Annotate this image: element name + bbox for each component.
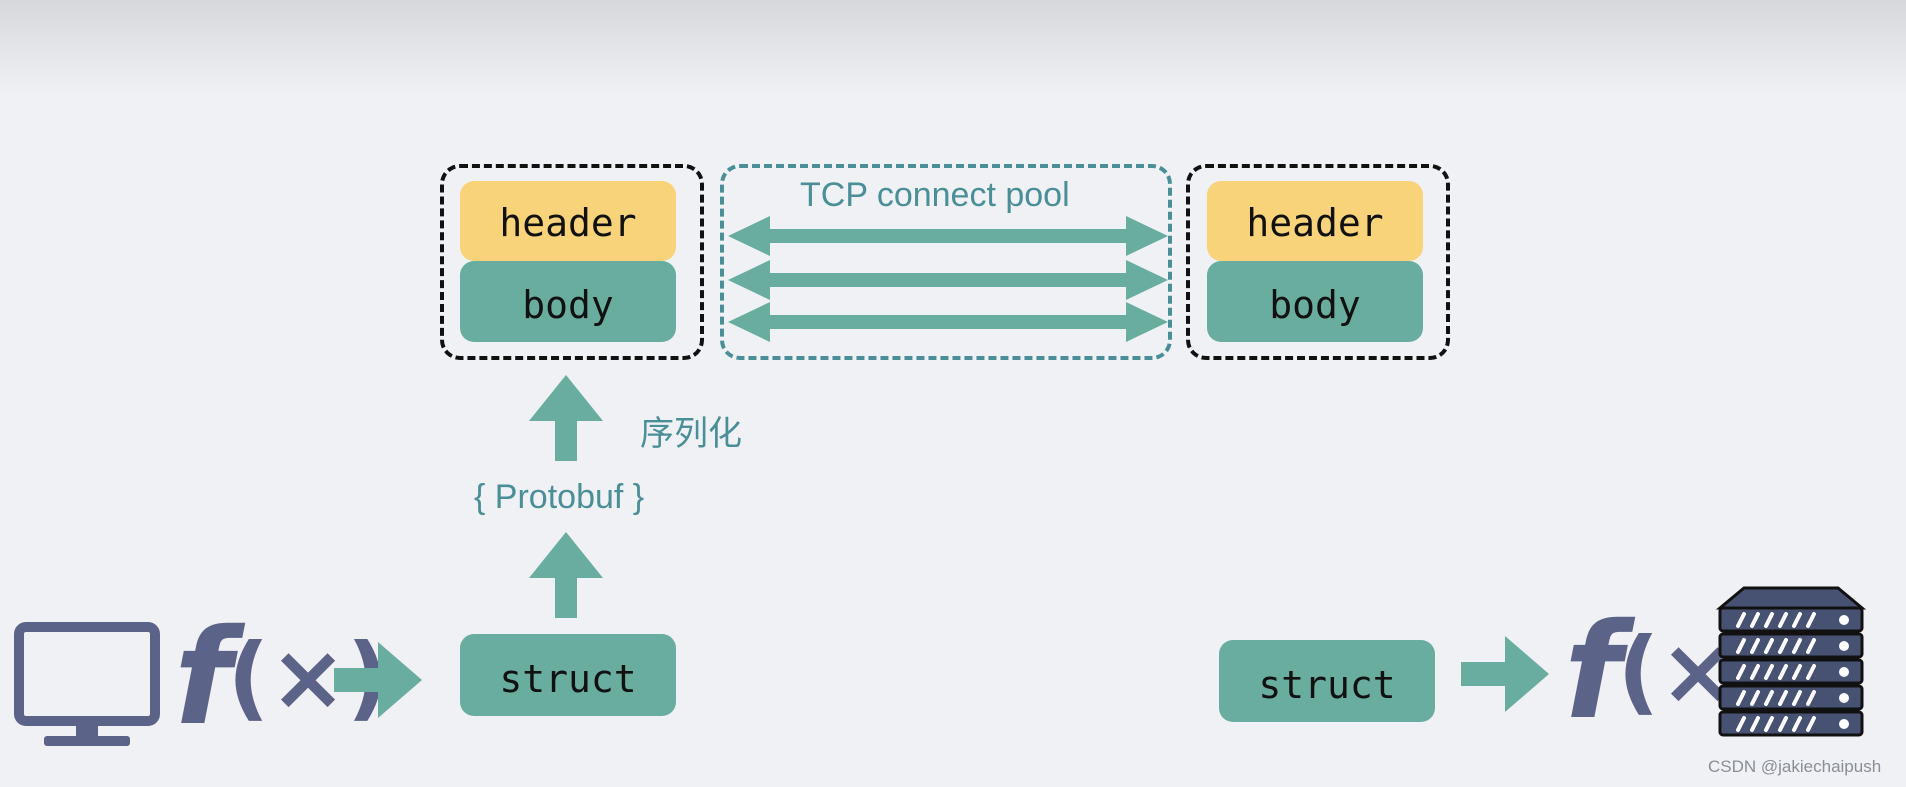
struct-to-server-arrow — [1461, 636, 1549, 712]
serialize-arrow — [529, 375, 603, 461]
connection-arrow — [728, 302, 1168, 342]
server-rack-icon — [1715, 586, 1867, 737]
right-header-block: header — [1207, 181, 1423, 261]
left-message-frame — [440, 164, 704, 360]
top-shade — [0, 0, 1906, 95]
tcp-pool-title: TCP connect pool — [800, 176, 1070, 214]
client-struct-block: struct — [460, 634, 676, 716]
serialize-label: 序列化 — [640, 415, 742, 453]
left-body-block: body — [460, 261, 676, 342]
monitor-icon — [14, 622, 160, 746]
encode-arrow — [529, 532, 603, 618]
tcp-connections — [728, 216, 1168, 342]
right-message-frame — [1186, 164, 1450, 360]
left-header-block: header — [460, 181, 676, 261]
watermark: CSDN @jakiechaipush — [1708, 757, 1882, 776]
tcp-pool-frame — [720, 164, 1172, 360]
connection-arrow — [728, 216, 1168, 256]
right-body-block: body — [1207, 261, 1423, 342]
protobuf-label: { Protobuf } — [474, 478, 645, 516]
client-to-struct-arrow — [334, 642, 422, 718]
connection-arrow — [728, 260, 1168, 300]
server-struct-block: struct — [1219, 640, 1435, 722]
